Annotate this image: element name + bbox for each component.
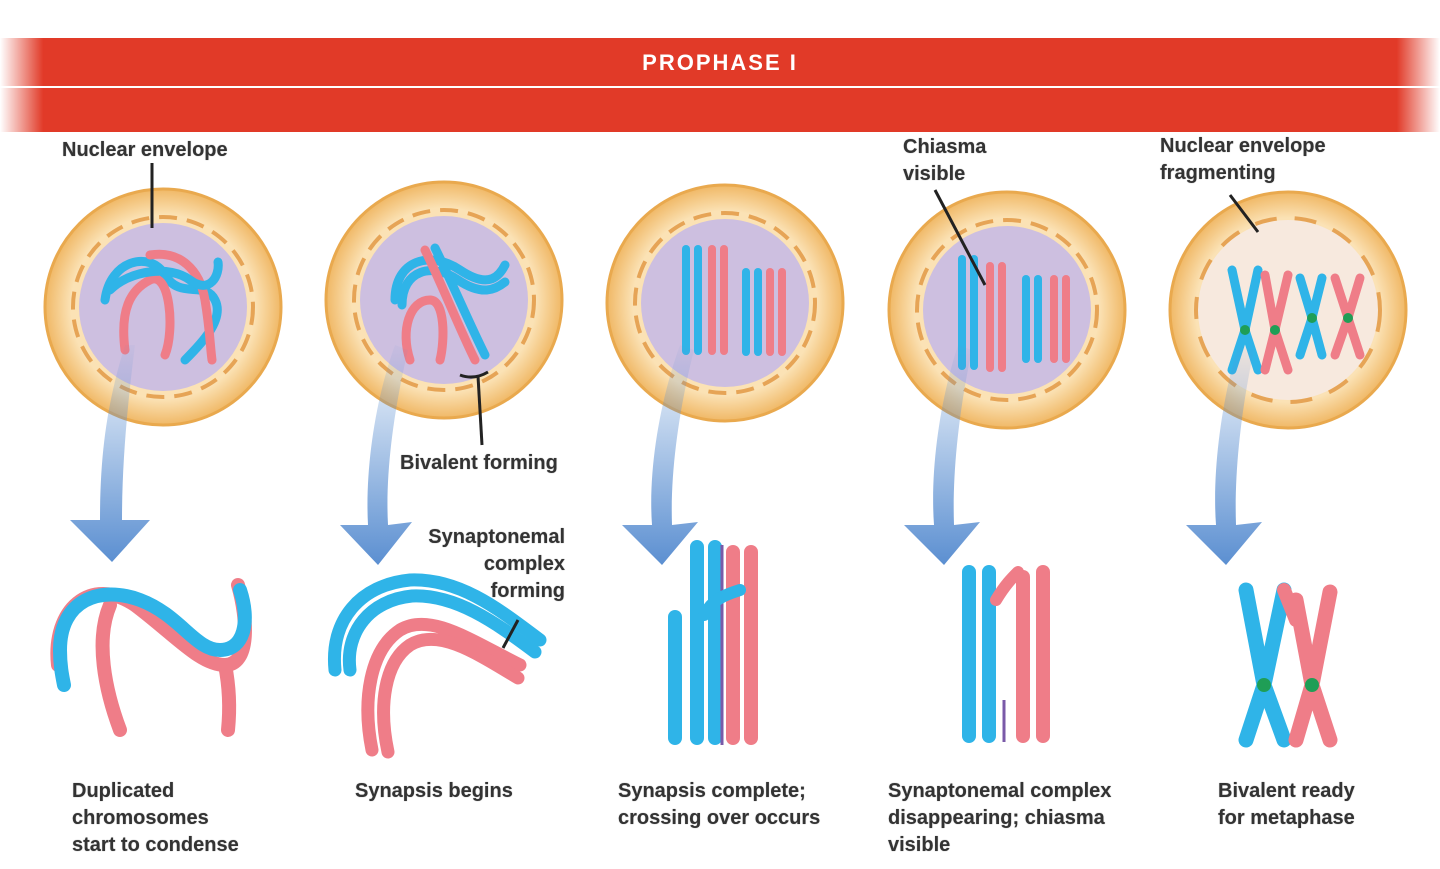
arrow-diakinesis <box>1186 345 1262 565</box>
detail-leptotene <box>50 578 252 737</box>
detail-diplotene <box>962 565 1050 743</box>
caption-leptotene: Duplicated chromosomes start to condense <box>72 780 239 856</box>
cell-pachytene <box>605 183 845 423</box>
caption-diplotene: Synaptonemal complex disappearing; chias… <box>888 780 1112 856</box>
prophase-banner: PROPHASE I <box>0 38 1440 86</box>
caption-diakinesis: Bivalent ready for metaphase <box>1218 780 1355 829</box>
detail-pachytene <box>668 540 758 745</box>
label-nuclear-envelope: Nuclear envelope <box>62 139 228 161</box>
prophase-title: PROPHASE I <box>642 50 798 75</box>
cell-leptotene <box>43 187 283 427</box>
label-chiasma-visible: Chiasma visible <box>903 136 987 185</box>
arrow-leptotene <box>70 345 150 562</box>
cell-zygotene <box>324 180 564 446</box>
caption-pachytene: Synapsis complete; crossing over occurs <box>618 780 821 829</box>
arrow-zygotene <box>340 345 412 565</box>
detail-diakinesis <box>1238 582 1338 748</box>
cell-diakinesis <box>1168 190 1408 430</box>
arrow-diplotene <box>904 345 980 565</box>
detail-zygotene <box>327 573 547 759</box>
label-envelope-fragmenting: Nuclear envelope fragmenting <box>1160 135 1326 184</box>
arrow-pachytene <box>622 345 698 565</box>
cell-diplotene <box>887 189 1127 430</box>
label-synaptonemal-forming: Synaptonemal complex forming <box>428 526 565 602</box>
caption-zygotene: Synapsis begins <box>355 780 513 802</box>
label-bivalent-forming: Bivalent forming <box>400 452 558 474</box>
